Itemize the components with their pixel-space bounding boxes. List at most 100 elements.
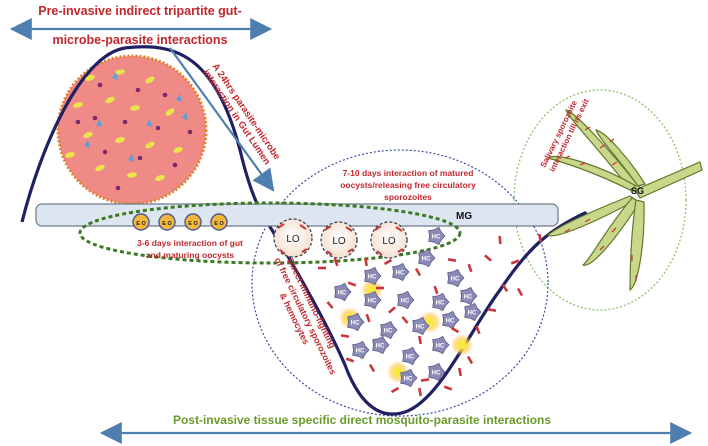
- salivary-gland: SG: [546, 109, 703, 292]
- sporozoite-2: [333, 257, 339, 267]
- sporozoite-28: [401, 316, 409, 324]
- three-six-line-2: and maturing oocysts: [146, 250, 235, 260]
- sporozoite-21: [487, 308, 497, 312]
- particle-2: [135, 87, 141, 93]
- sporozoite-16: [365, 313, 371, 323]
- sporozoite-19: [450, 326, 460, 334]
- sporozoite-8: [467, 263, 473, 273]
- sporozoite-14: [326, 301, 334, 309]
- sporozoite-3: [347, 281, 357, 287]
- lumen-interaction-line-2: interaction in Gut Lumen: [200, 68, 272, 168]
- salivary-sporozoites: [564, 126, 637, 281]
- oocyst-1-label: E O: [136, 221, 146, 227]
- hemocyte-19: HC: [352, 340, 370, 360]
- particle-11: [75, 119, 81, 125]
- lumen-diagonal-arrow: [169, 47, 275, 192]
- large-oocyst-2-label: LO: [332, 236, 346, 247]
- seven-ten-line-3: sporozoites: [384, 192, 432, 202]
- hemocyte-7: HC: [364, 290, 382, 310]
- sporozoite-26: [368, 363, 376, 373]
- parasite-mark-5: [182, 112, 188, 120]
- parasite-mark-3: [96, 119, 102, 127]
- hemocyte-2: HC: [418, 248, 436, 268]
- sporozoite-20: [475, 325, 481, 335]
- microbe-8: [83, 132, 93, 138]
- sporozoite-11: [510, 259, 520, 265]
- hemocyte-11: HC: [347, 312, 365, 332]
- parasite-mark-6: [128, 154, 134, 162]
- salivary-lobe-5: [629, 199, 645, 292]
- sporozoite-29: [433, 285, 439, 295]
- sporozoite-23: [443, 385, 453, 391]
- sporozoite-25: [390, 386, 400, 394]
- microbe-6: [130, 105, 140, 111]
- immuno-label: Direct immuno-fighting of free circulato…: [273, 256, 339, 376]
- gut-microbe-cluster: [65, 69, 193, 191]
- hemocoel-zone-circle: [251, 149, 549, 417]
- sporozoite-27: [345, 357, 355, 363]
- hemocyte-5-label: HC: [451, 277, 460, 283]
- hemocyte-8-label: HC: [401, 299, 410, 305]
- hemocyte-2-label: HC: [422, 257, 431, 263]
- oocyst-2-label: E O: [162, 221, 172, 227]
- microbe-9: [115, 137, 125, 143]
- three-six-line-1: 3-6 days interaction of gut: [137, 238, 243, 248]
- hemocyte-6-label: HC: [338, 291, 347, 297]
- sporozoite-33: [501, 283, 509, 293]
- oocyst-zone-ellipse: [78, 201, 462, 265]
- hemocyte-21-label: HC: [404, 377, 413, 383]
- sporozoite-1: [318, 266, 326, 270]
- microbe-12: [95, 164, 105, 172]
- microbe-1: [85, 75, 95, 81]
- hemocyte-12: HC: [380, 320, 398, 340]
- particle-3: [162, 92, 168, 98]
- salivary-duct: [634, 161, 703, 199]
- sporozoite-10: [498, 235, 502, 245]
- microbe-10: [145, 141, 155, 149]
- oocyst-4-label: E O: [214, 221, 224, 227]
- microbe-7: [165, 108, 175, 116]
- sporozoite-31: [420, 378, 430, 382]
- hemocyte-1-label: HC: [432, 235, 441, 241]
- sporozoite-9: [484, 254, 492, 262]
- particle-7: [102, 149, 108, 155]
- hemocyte-15: HC: [464, 302, 482, 322]
- hemocyte-14: HC: [442, 310, 460, 330]
- sporozoite-12: [516, 287, 524, 297]
- parasite-mark-2: [176, 94, 182, 102]
- salivary-lobe-1: [565, 109, 641, 193]
- hemocyte-20-label: HC: [432, 371, 441, 377]
- large-oocyst-1-label: LO: [286, 234, 300, 245]
- sporozoite-18: [418, 335, 422, 345]
- microbe-14: [155, 175, 165, 181]
- microbe-15: [65, 152, 75, 158]
- salivary-lobe-2: [546, 155, 638, 191]
- top-title-line-1: Pre-invasive indirect tripartite gut-: [38, 4, 242, 18]
- particle-10: [115, 185, 121, 191]
- sporozoite-5: [383, 258, 393, 266]
- hemocyte-12-label: HC: [384, 329, 393, 335]
- hemocyte-14-label: HC: [446, 319, 455, 325]
- hemocyte-20: HC: [428, 362, 446, 382]
- hemocyte-3-label: HC: [396, 271, 405, 277]
- sporozoite-32: [458, 367, 462, 377]
- hemocyte-10: HC: [460, 286, 478, 306]
- sporozoite-24: [418, 387, 422, 397]
- salivary-lobe-3: [547, 195, 638, 237]
- lumen-interaction-line-1: A 24hrs parasite-microbe: [210, 62, 283, 162]
- sporozoite-17: [388, 306, 396, 314]
- hemocyte-4: HC: [364, 266, 382, 286]
- microbe-5: [105, 96, 115, 104]
- hemocyte-11-label: HC: [351, 321, 360, 327]
- salivary-lobe-4: [581, 197, 641, 266]
- large-oocyst-3: LO: [370, 221, 408, 259]
- sporozoite-6: [414, 267, 422, 277]
- hemocyte-17: HC: [402, 346, 420, 366]
- hemocyte-5: HC: [447, 268, 465, 288]
- hemocyte-8: HC: [397, 290, 415, 310]
- hemocyte-6: HC: [334, 282, 352, 302]
- gut-outline-curve: [20, 45, 592, 416]
- salivary-zone-circle: [513, 89, 687, 311]
- hemocyte-13: HC: [412, 316, 430, 336]
